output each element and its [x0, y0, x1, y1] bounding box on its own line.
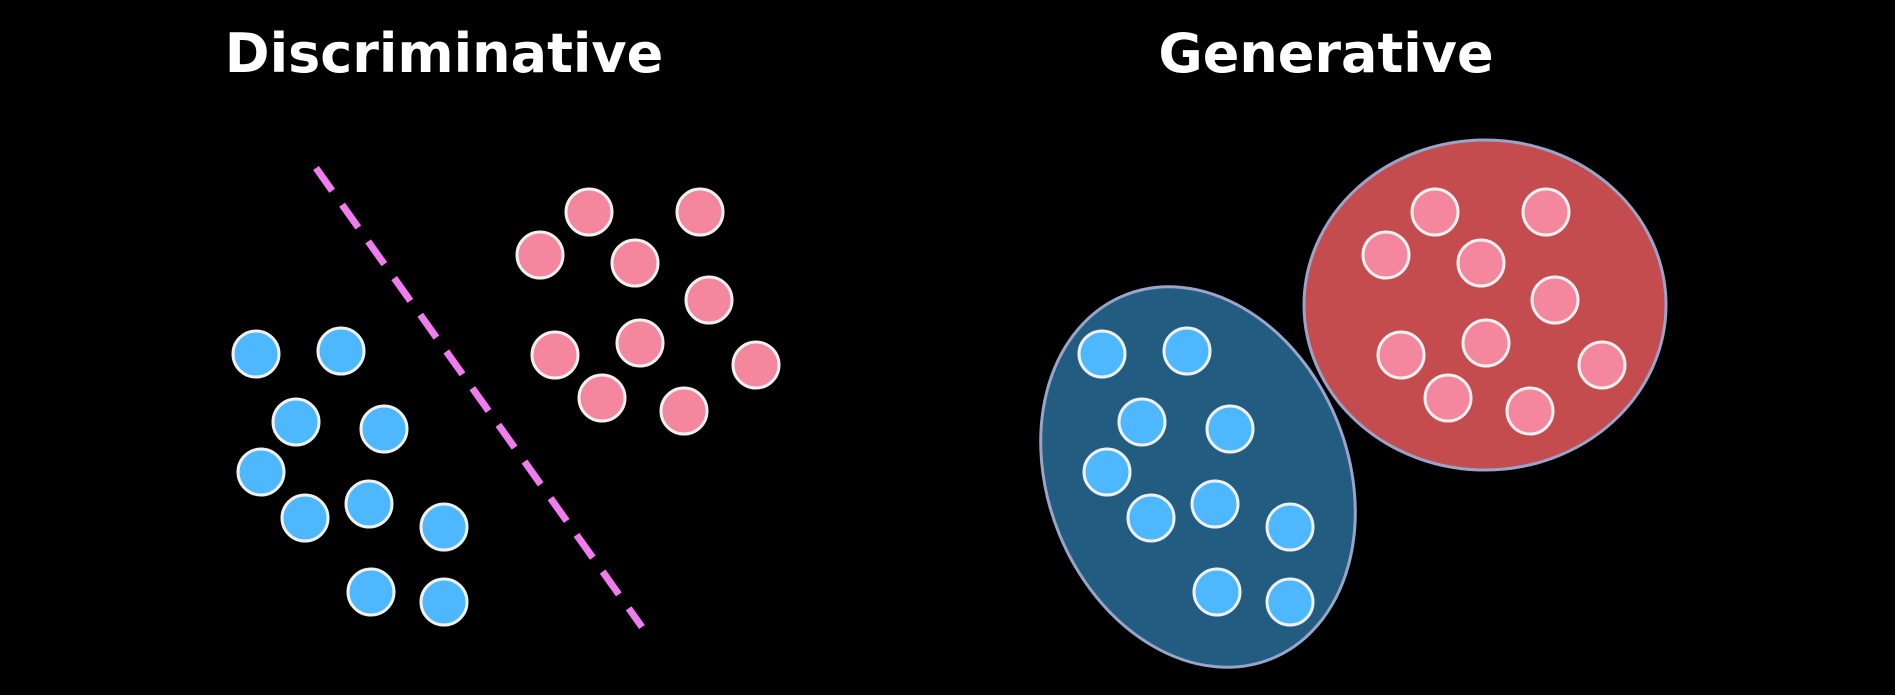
pink-point — [1376, 330, 1426, 380]
blue-point — [1205, 404, 1255, 454]
blue-point — [419, 577, 469, 627]
blue-point — [280, 493, 330, 543]
pink-point — [1461, 318, 1511, 368]
blue-point — [271, 397, 321, 447]
pink-point — [577, 373, 627, 423]
blue-point — [1117, 397, 1167, 447]
pink-point — [515, 230, 565, 280]
pink-point — [675, 187, 725, 237]
discriminative-title: Discriminative — [224, 22, 664, 85]
blue-point — [1190, 479, 1240, 529]
pink-point — [1423, 373, 1473, 423]
pink-point — [684, 275, 734, 325]
blue-point — [316, 326, 366, 376]
blue-point — [1265, 502, 1315, 552]
blue-point — [344, 479, 394, 529]
discriminative-panel — [231, 165, 781, 630]
pink-point — [615, 318, 665, 368]
blue-point — [359, 404, 409, 454]
generative-title: Generative — [1158, 22, 1494, 85]
blue-point — [1126, 493, 1176, 543]
generative-pink-class — [1361, 187, 1627, 436]
red-class-region — [1302, 138, 1668, 472]
blue-point — [236, 447, 286, 497]
blue-point — [1077, 329, 1127, 379]
pink-point — [564, 187, 614, 237]
blue-point — [346, 567, 396, 617]
blue-point — [1082, 447, 1132, 497]
pink-point — [731, 340, 781, 390]
blue-point — [1192, 567, 1242, 617]
generative-blue-class — [1077, 326, 1315, 627]
discriminative-blue-class — [231, 326, 469, 627]
blue-point — [419, 502, 469, 552]
pink-point — [659, 386, 709, 436]
blue-point — [1265, 577, 1315, 627]
pink-point — [530, 330, 580, 380]
pink-point — [1410, 187, 1460, 237]
pink-point — [1456, 238, 1506, 288]
pink-point — [1505, 386, 1555, 436]
blue-class-region — [1039, 285, 1357, 669]
discriminative-pink-class — [515, 187, 781, 436]
pink-point — [1577, 340, 1627, 390]
blue-point — [1162, 326, 1212, 376]
pink-point — [1361, 230, 1411, 280]
pink-point — [610, 238, 660, 288]
blue-point — [231, 329, 281, 379]
generative-panel — [1039, 138, 1668, 669]
pink-point — [1530, 275, 1580, 325]
decision-boundary-line — [313, 165, 645, 630]
pink-point — [1521, 187, 1571, 237]
